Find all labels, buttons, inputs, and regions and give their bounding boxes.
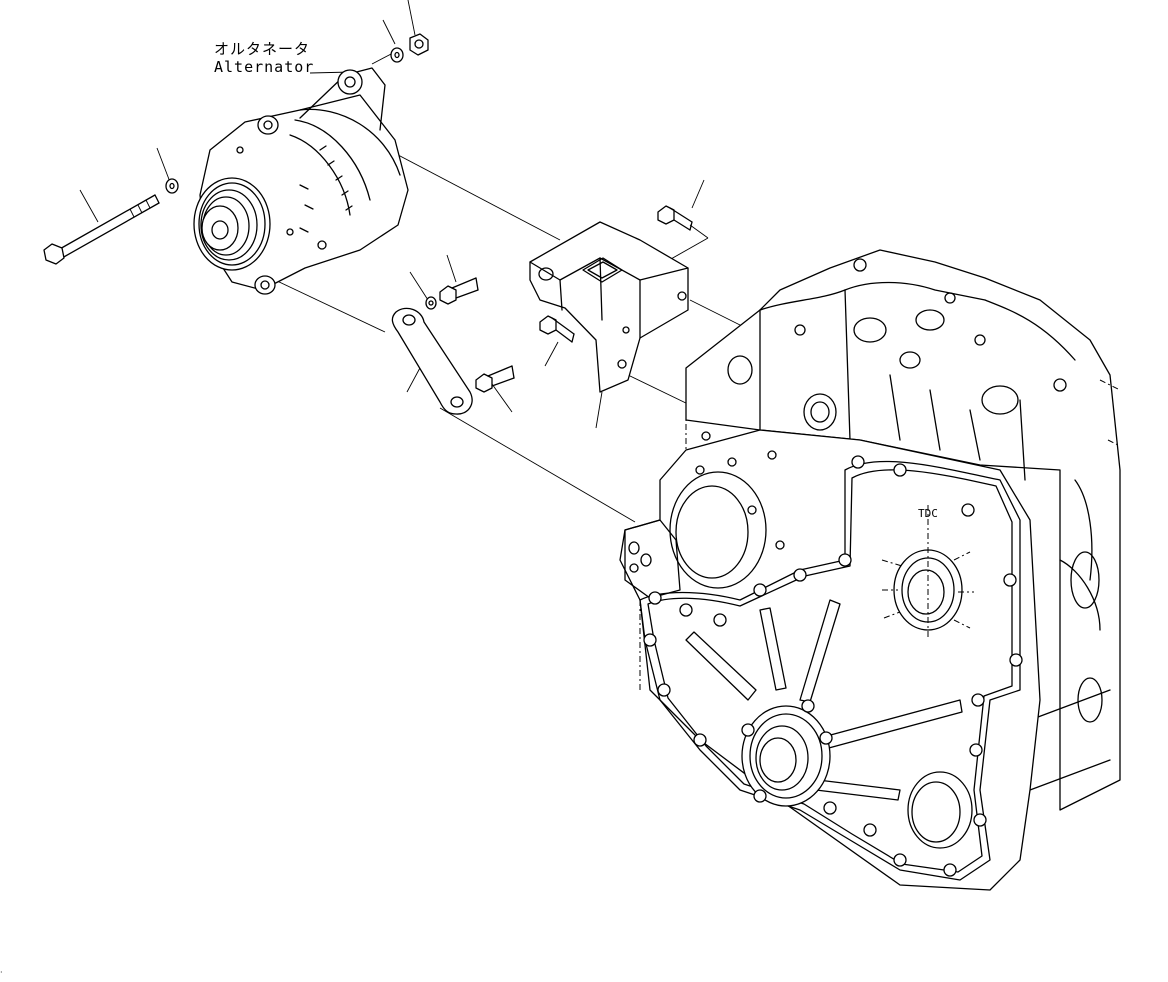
alternator-bracket — [529, 221, 689, 393]
front-gear-cover — [619, 368, 1041, 891]
nut — [409, 33, 429, 56]
washer — [425, 296, 437, 310]
washer — [390, 47, 404, 63]
tdc-mark: TDC — [918, 507, 938, 520]
alternator-label-en: Alternator — [214, 58, 315, 76]
cover-bolts — [643, 455, 1023, 877]
alternator-label-jp: オルタネータ — [214, 40, 311, 58]
flange-bolt — [439, 277, 479, 305]
flange-bolt — [475, 365, 515, 393]
corner-mark: · — [0, 968, 3, 977]
washer — [165, 178, 179, 194]
long-bolt — [43, 194, 160, 265]
alternator — [193, 67, 409, 295]
flange-bolt — [539, 315, 575, 343]
adjusting-link — [391, 307, 473, 415]
engine-block — [685, 249, 1121, 811]
flange-bolt — [657, 205, 693, 231]
